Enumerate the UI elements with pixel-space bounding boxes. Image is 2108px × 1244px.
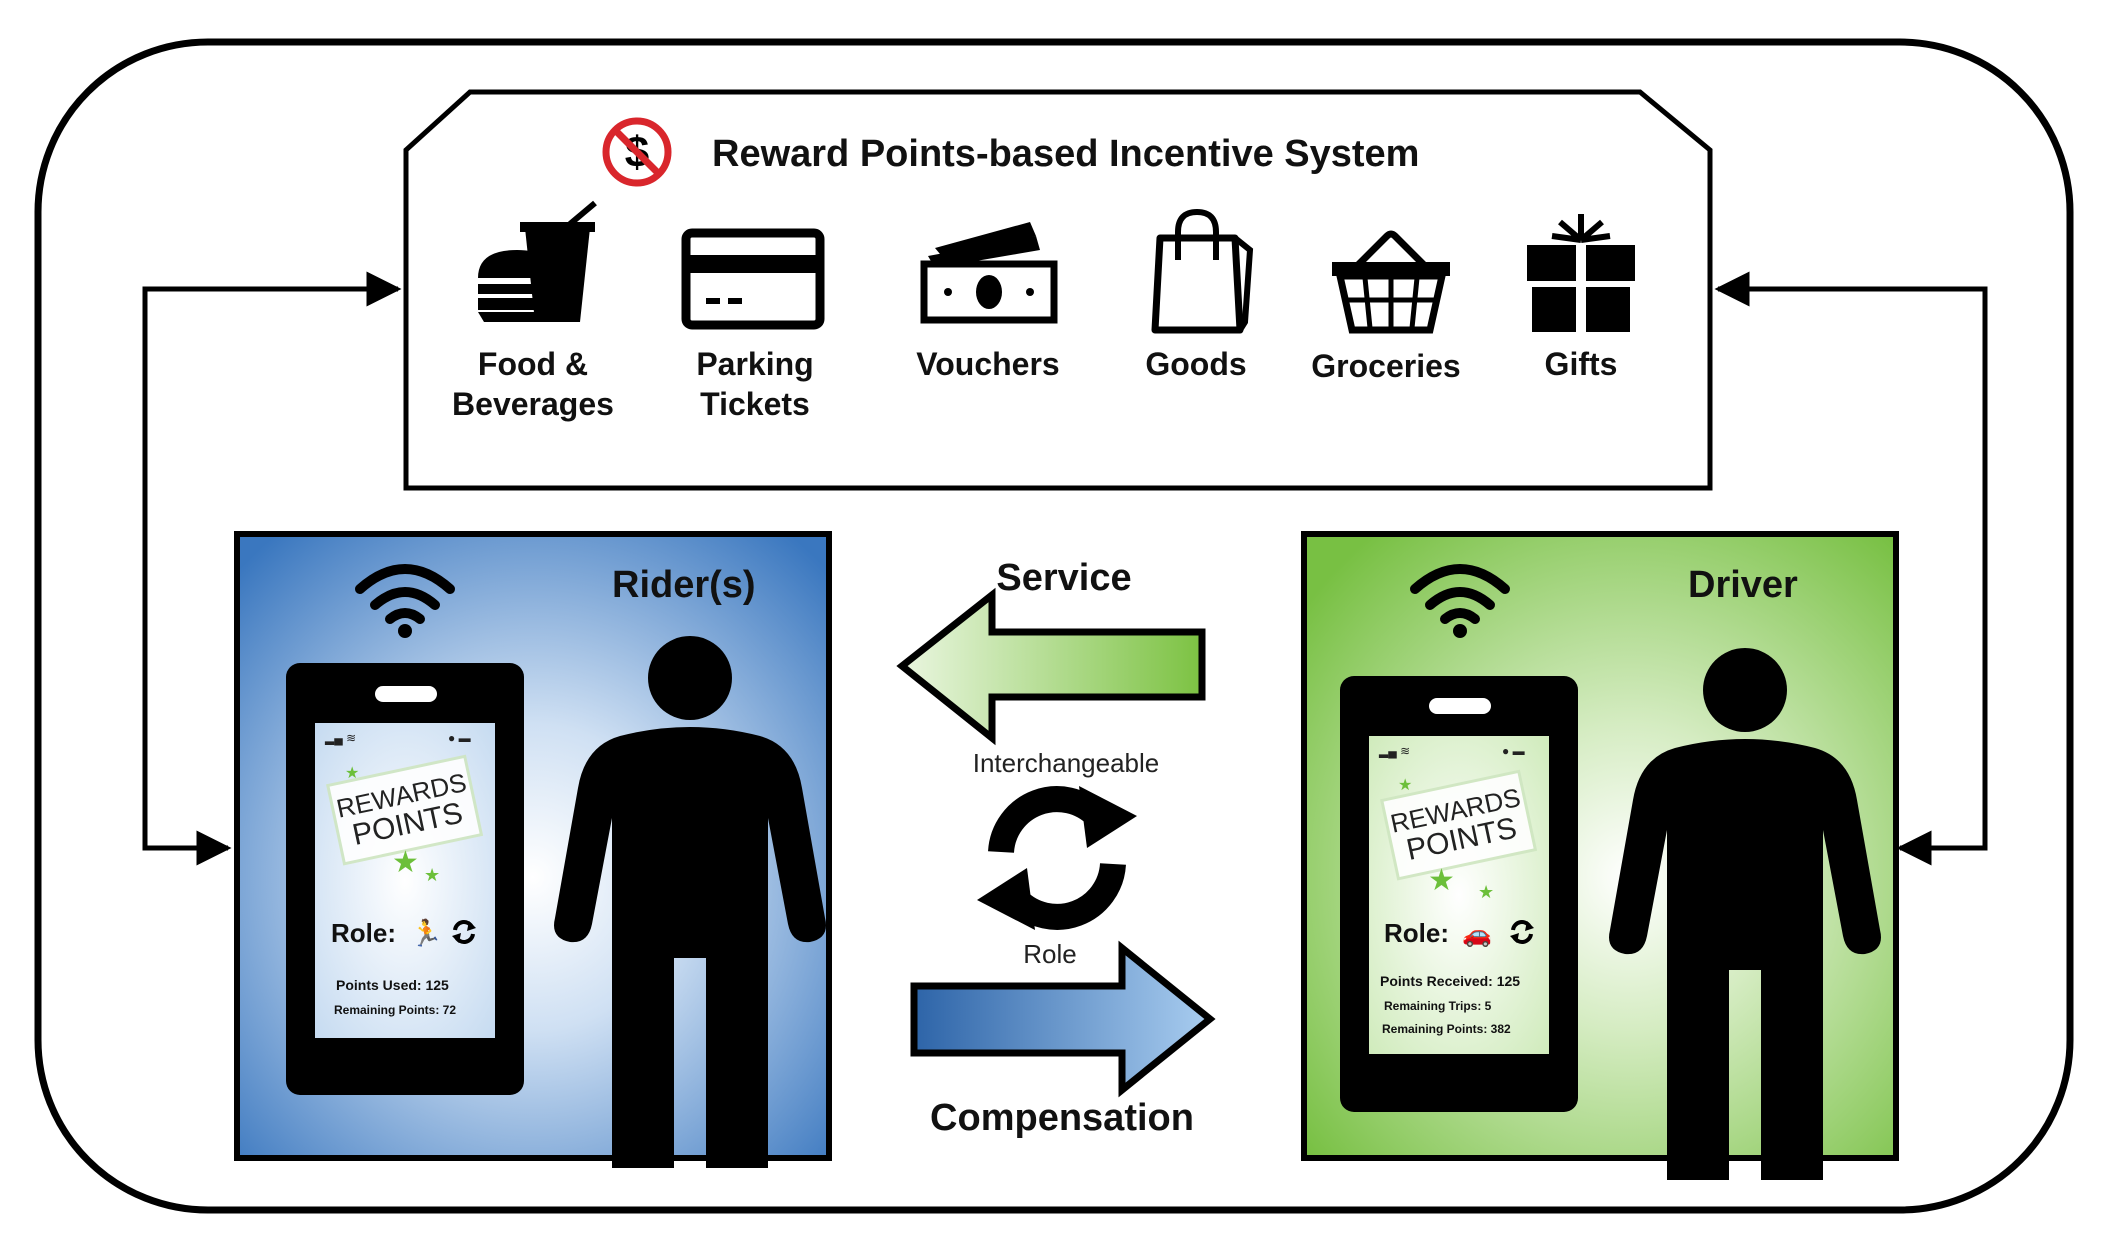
star-icon-small: ★ [424, 865, 440, 885]
star-icon-small: ★ [1478, 882, 1494, 902]
item-label-food-2: Beverages [452, 386, 614, 422]
compensation-arrow [910, 940, 1216, 1098]
runner-icon: 🏃 [410, 918, 442, 948]
parking-ticket-icon [681, 228, 825, 330]
shopping-bag-icon [1151, 208, 1254, 334]
right-connector [1714, 271, 1988, 866]
car-icon: 🚗 [1462, 921, 1492, 948]
driver-role-label: Role: [1384, 918, 1449, 948]
compensation-label: Compensation [930, 1097, 1194, 1139]
item-label-food: Food & [478, 346, 588, 382]
outer-frame [34, 38, 2074, 1214]
item-label-goods: Goods [1145, 346, 1246, 382]
rider-phone: ▂▄ ≋ ● ▬ REWARDS POINTS ★ ★ ★ Role: 🏃 Po… [286, 663, 524, 1095]
swap-roles-icon [977, 786, 1137, 930]
role-label: Role [1023, 939, 1076, 969]
driver-phone: ▂▄ ≋ ● ▬ REWARDS POINTS ★ ★ ★ Role: 🚗 Po… [1340, 676, 1578, 1112]
driver-title: Driver [1688, 564, 1798, 606]
gift-icon [1527, 214, 1635, 332]
star-icon-small: ★ [1398, 777, 1412, 794]
vouchers-icon [920, 222, 1058, 324]
battery-icon: ● ▬ [1502, 744, 1525, 758]
battery-icon: ● ▬ [448, 731, 471, 745]
driver-stat-points-received: Points Received: 125 [1380, 973, 1520, 989]
incentive-system-box [403, 89, 1713, 491]
rewards-logo: REWARDS POINTS [1380, 769, 1538, 881]
left-connector [142, 271, 402, 866]
driver-stat-remaining-points: Remaining Points: 382 [1382, 1022, 1511, 1036]
no-dollar-icon: $ [602, 117, 672, 187]
rider-stat-points-used: Points Used: 125 [336, 977, 449, 993]
rider-role-label: Role: [331, 918, 396, 948]
rider-stat-remaining-points: Remaining Points: 72 [334, 1003, 456, 1017]
star-icon: ★ [392, 846, 419, 879]
item-label-parking: Parking [696, 346, 813, 382]
service-arrow [896, 587, 1206, 746]
driver-stat-remaining-trips: Remaining Trips: 5 [1384, 999, 1492, 1013]
item-label-groceries: Groceries [1311, 348, 1460, 384]
service-label: Service [996, 557, 1131, 599]
signal-icon: ▂▄ ≋ [324, 731, 356, 746]
basket-icon [1332, 230, 1450, 334]
item-label-parking-2: Tickets [700, 386, 810, 422]
signal-icon: ▂▄ ≋ [1378, 744, 1410, 759]
interchangeable-label: Interchangeable [973, 748, 1159, 778]
item-label-gifts: Gifts [1545, 346, 1618, 382]
star-icon-small: ★ [345, 765, 359, 782]
system-title: Reward Points-based Incentive System [712, 133, 1419, 175]
star-icon: ★ [1428, 864, 1455, 897]
item-label-vouchers: Vouchers [916, 346, 1059, 382]
rewards-logo: REWARDS POINTS [326, 754, 484, 866]
food-beverages-icon [478, 200, 597, 322]
rider-title: Rider(s) [612, 564, 756, 606]
